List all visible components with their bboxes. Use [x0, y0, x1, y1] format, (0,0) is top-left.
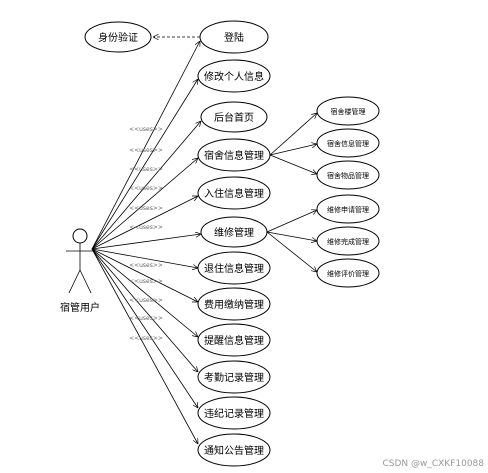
actor-connector: [91, 248, 198, 408]
use-case-fees-label: 费用缴纳管理: [204, 298, 264, 311]
actor-connector: [91, 248, 198, 444]
actor-connector: [91, 248, 198, 268]
use-case-notices: 通知公告管理: [197, 433, 271, 467]
sub-case-connector: [269, 154, 317, 174]
uses-stereotype-labels: <<uses>> <<uses>> <<uses>> <<uses>> <<uses>>…: [129, 126, 163, 342]
actor-connector: [91, 158, 198, 250]
use-case-auth: 身份验证: [84, 21, 152, 53]
sub-case-connector: [269, 113, 317, 156]
sub-case-dorm-building-label: 宿舍楼管理: [331, 107, 366, 116]
sub-case-connectors: [266, 113, 317, 272]
uses-stereotype-label: <<uses>>: [129, 126, 163, 133]
uses-stereotype-label: <<uses>>: [129, 224, 163, 231]
sub-case-repair-complete-label: 维修完成管理: [327, 237, 369, 246]
use-case-reminders: 提醒信息管理: [197, 323, 271, 357]
use-case-fees: 费用缴纳管理: [197, 287, 271, 321]
uses-stereotype-label: <<uses>>: [129, 262, 163, 269]
actor-connectors: [91, 41, 201, 444]
use-case-dashboard: 后台首页: [200, 101, 268, 133]
actor-connector: [91, 234, 201, 250]
actor-connector: [91, 41, 201, 250]
use-case-auth-label: 身份验证: [98, 31, 138, 44]
sub-case-connector: [269, 144, 317, 156]
actor-connector: [91, 79, 198, 250]
sub-case-dorm-building: 宿舍楼管理: [316, 96, 380, 126]
use-case-login: 登陆: [199, 20, 269, 54]
use-case-reminders-label: 提醒信息管理: [204, 334, 264, 347]
sub-case-dorm-info: 宿舍信息管理: [316, 128, 380, 158]
uses-stereotype-label: <<uses>>: [129, 166, 163, 173]
use-case-repair: 维修管理: [200, 216, 268, 248]
use-case-repair-label: 维修管理: [214, 226, 254, 239]
sub-case-dorm-info-label: 宿舍信息管理: [327, 139, 369, 148]
sub-case-connector: [266, 231, 317, 241]
use-case-checkin-label: 入住信息管理: [204, 187, 264, 200]
actor-connector: [91, 195, 198, 250]
uses-stereotype-label: <<uses>>: [129, 315, 163, 322]
actor-stick-figure: [66, 228, 94, 294]
use-case-checkout: 退住信息管理: [197, 251, 271, 285]
uses-stereotype-label: <<uses>>: [129, 205, 163, 212]
use-case-edit-profile: 修改个人信息: [197, 59, 271, 93]
use-case-attendance-label: 考勤记录管理: [204, 371, 264, 384]
uses-stereotype-label: <<uses>>: [129, 185, 163, 192]
use-case-dashboard-label: 后台首页: [214, 111, 254, 124]
uses-stereotype-label: <<uses>>: [129, 297, 163, 304]
use-case-violations: 违纪记录管理: [197, 396, 271, 430]
watermark: CSDN @w_CXKF10088: [382, 459, 484, 469]
uses-stereotype-label: <<uses>>: [129, 278, 163, 285]
actor-connector: [91, 248, 198, 303]
actor-connector: [91, 248, 198, 372]
actor-label: 宿管用户: [60, 301, 100, 314]
use-case-checkout-label: 退住信息管理: [204, 262, 264, 275]
sub-case-connector: [266, 231, 317, 272]
use-case-edit-profile-label: 修改个人信息: [204, 70, 264, 83]
sub-case-repair-complete: 维修完成管理: [316, 226, 380, 256]
use-case-checkin: 入住信息管理: [197, 176, 271, 210]
uses-stereotype-label: <<uses>>: [129, 147, 163, 154]
use-case-violations-label: 违纪记录管理: [204, 407, 264, 420]
sub-case-connector: [266, 210, 317, 233]
use-case-dorm-info-label: 宿舍信息管理: [204, 149, 264, 162]
use-case-attendance: 考勤记录管理: [197, 360, 271, 394]
actor-connector: [91, 121, 201, 250]
actor-connector: [91, 248, 198, 337]
use-case-login-label: 登陆: [224, 31, 244, 44]
sub-case-repair-review: 维修评价管理: [316, 258, 380, 288]
use-case-dorm-info: 宿舍信息管理: [197, 138, 271, 172]
sub-case-dorm-items-label: 宿舍物品管理: [327, 171, 369, 180]
sub-case-repair-request-label: 维修申请管理: [327, 205, 369, 214]
sub-case-dorm-items: 宿舍物品管理: [316, 160, 380, 190]
uses-stereotype-label: <<uses>>: [129, 335, 163, 342]
sub-case-repair-request: 维修申请管理: [316, 194, 380, 224]
use-case-notices-label: 通知公告管理: [204, 444, 264, 457]
sub-case-repair-review-label: 维修评价管理: [327, 269, 369, 278]
